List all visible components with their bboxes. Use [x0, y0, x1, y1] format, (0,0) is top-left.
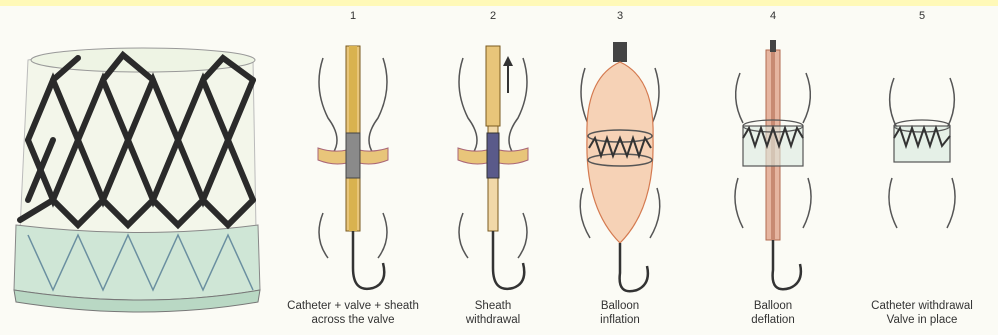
step-caption: Balloon deflation: [698, 299, 848, 327]
step-number: 2: [473, 10, 513, 22]
step-number: 5: [902, 10, 942, 22]
caption-line-2: inflation: [545, 313, 695, 327]
caption-line-2: deflation: [698, 313, 848, 327]
step-number: 3: [600, 10, 640, 22]
caption-line-1: Balloon: [698, 299, 848, 313]
step-caption: Catheter withdrawal Valve in place: [847, 299, 997, 327]
step-5-illustration: [872, 38, 972, 298]
step-2-illustration: [443, 38, 543, 298]
step-number: 4: [753, 10, 793, 22]
step-number: 1: [333, 10, 373, 22]
transcatheter-valve-illustration: [8, 40, 278, 325]
caption-line-1: Balloon: [545, 299, 695, 313]
step-caption: Balloon inflation: [545, 299, 695, 327]
top-highlight-bar: [0, 0, 998, 6]
step-3-illustration: [565, 38, 675, 298]
caption-line-1: Catheter + valve + sheath: [278, 299, 428, 313]
caption-line-2: Valve in place: [847, 313, 997, 327]
step-1-illustration: [303, 38, 403, 298]
caption-line-2: across the valve: [278, 313, 428, 327]
step-caption: Catheter + valve + sheath across the val…: [278, 299, 428, 327]
caption-line-1: Catheter withdrawal: [847, 299, 997, 313]
step-4-illustration: [718, 38, 828, 298]
